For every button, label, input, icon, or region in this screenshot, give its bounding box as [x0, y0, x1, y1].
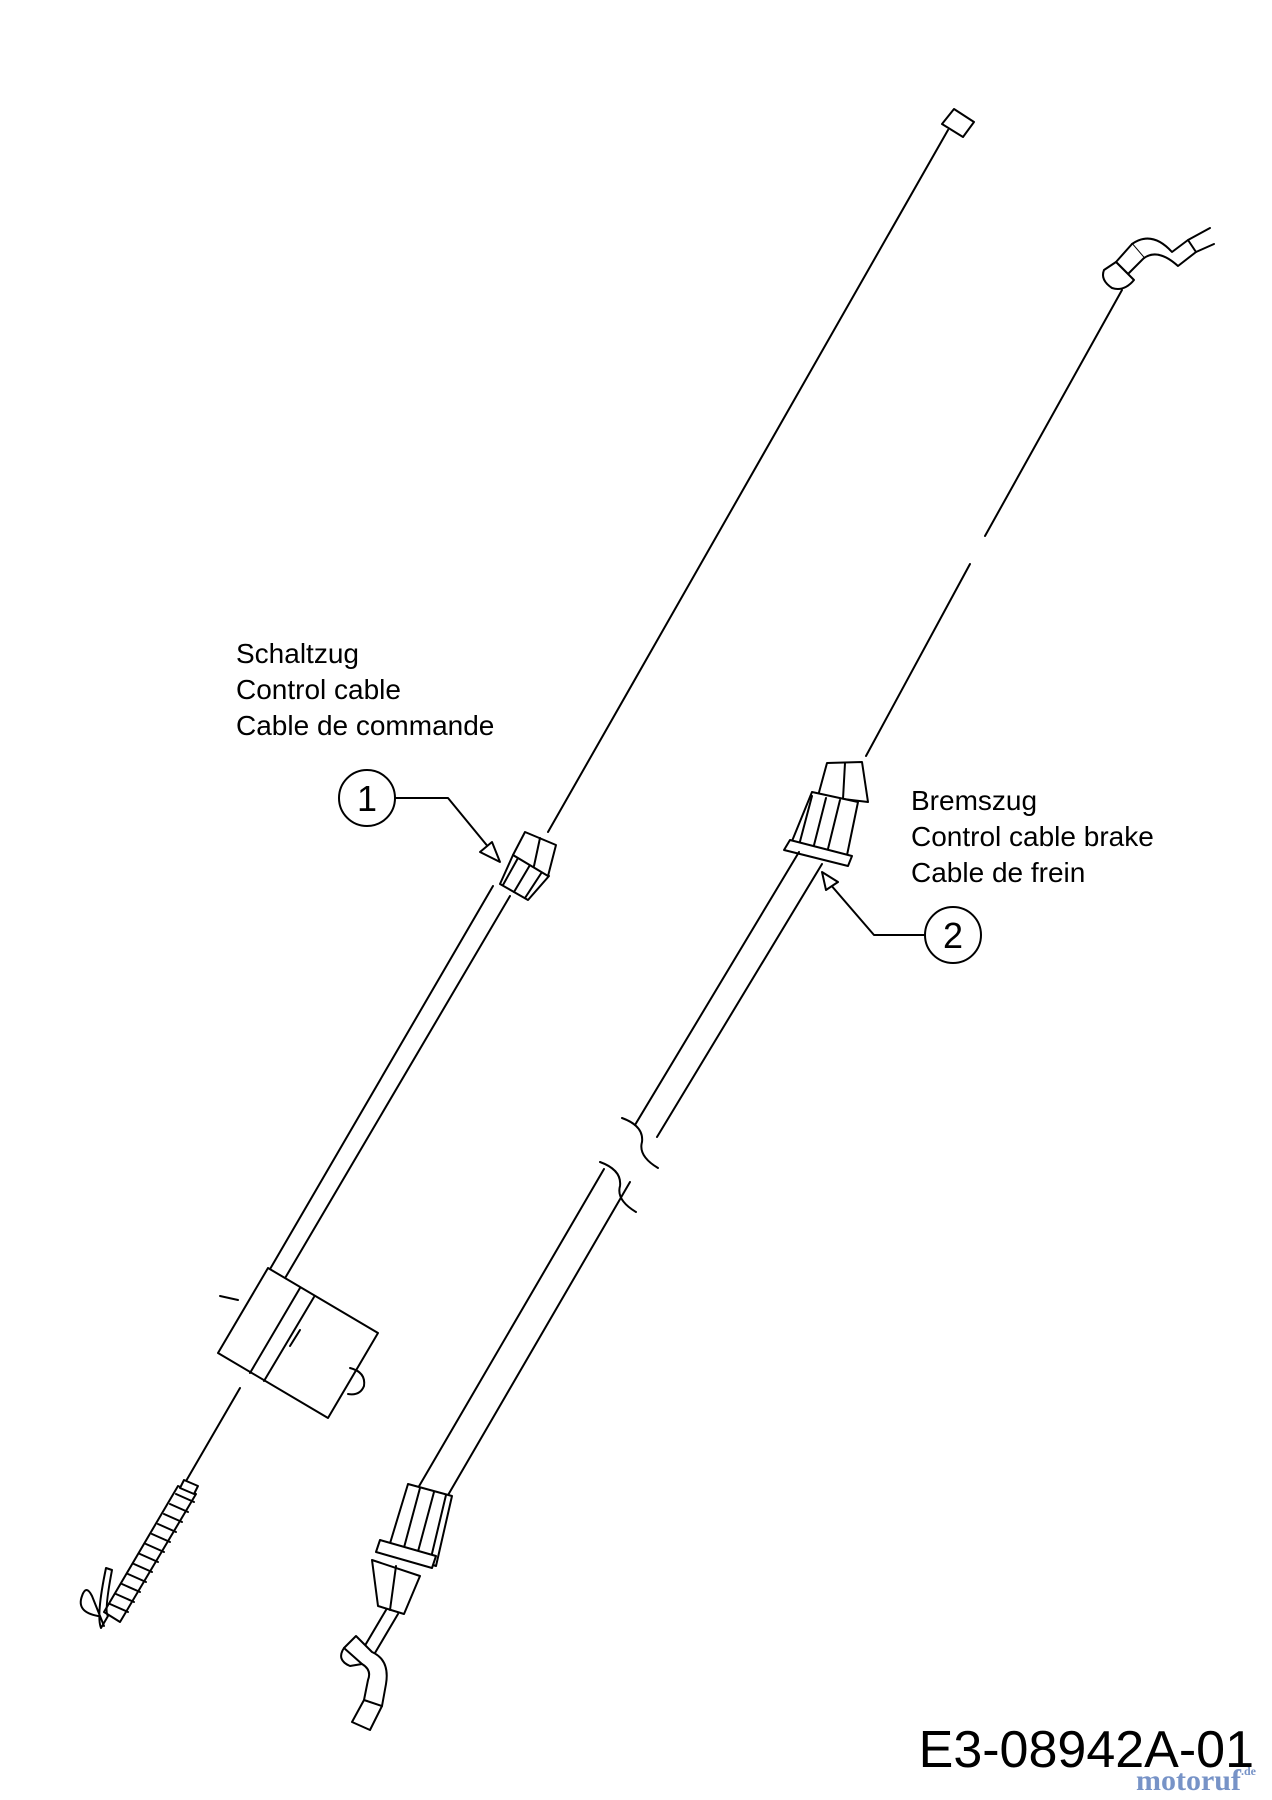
cable-1-lower-wire [181, 1387, 241, 1489]
brake-cable-label-de: Bremszug [911, 785, 1038, 816]
cable-2-inner-wire-lower [865, 563, 971, 757]
cable-2-lower-adjuster [375, 1483, 453, 1569]
callout-1-arrowhead [479, 841, 501, 863]
callout-1-number: 1 [357, 778, 377, 819]
cable-2-bottom-bent-end [340, 1609, 399, 1731]
brake-cable [340, 227, 1215, 1731]
cable-2-outer-sheath-lower [417, 1168, 631, 1503]
cable-2-adjuster [783, 791, 859, 867]
cable-2-top-bent-end [1102, 227, 1215, 290]
watermark-logo: motoruf.de [1136, 1764, 1256, 1798]
callout-1: 1 [338, 769, 501, 863]
control-cable [79, 108, 975, 1629]
cable-2-outer-sheath-upper [634, 851, 823, 1138]
watermark-tld: .de [1241, 1764, 1256, 1778]
callout-1-leader [394, 797, 495, 855]
cable-1-coil-spring [103, 1479, 199, 1623]
brake-cable-label-en: Control cable brake [911, 821, 1154, 852]
control-cable-label: Schaltzug Control cable Cable de command… [236, 636, 494, 744]
cable-1-housing-block [217, 1267, 379, 1419]
drawing-number: E3-08942A-01 [918, 1721, 1254, 1779]
cable-1-top-end-fitting [941, 108, 975, 138]
control-cable-label-en: Control cable [236, 674, 401, 705]
callout-2-leader [829, 883, 926, 936]
cable-2-sheath-break [599, 1117, 659, 1213]
cable-1-hook-end [79, 1567, 113, 1629]
callout-2-arrowhead [821, 871, 839, 891]
cable-2-inner-wire-upper [984, 289, 1123, 537]
cable-1-inner-wire [547, 129, 949, 833]
cable-1-outer-sheath [265, 885, 511, 1286]
cable-1-adjuster-tip [512, 831, 557, 877]
control-cable-label-de: Schaltzug [236, 638, 359, 669]
brake-cable-label: Bremszug Control cable brake Cable de fr… [911, 783, 1154, 891]
brake-cable-label-fr: Cable de frein [911, 857, 1086, 888]
callout-2-number: 2 [943, 915, 963, 956]
callout-2: 2 [821, 871, 982, 964]
control-cable-label-fr: Cable de commande [236, 710, 495, 741]
cable-2-wire-break [971, 546, 980, 559]
watermark-text: motoruf [1136, 1764, 1241, 1797]
cable-2-lower-adjuster-tip [371, 1559, 421, 1615]
